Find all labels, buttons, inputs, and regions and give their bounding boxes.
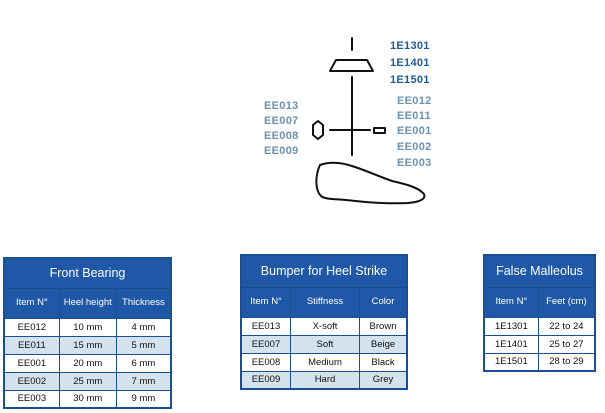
- table-cell: Beige: [359, 334, 408, 354]
- table-row: 1E1501 28 to 29: [483, 352, 596, 372]
- table-cell: 5 mm: [115, 335, 172, 355]
- foot-shell-part: [315, 161, 426, 205]
- table-row: EE007 Soft Beige: [240, 334, 408, 354]
- code-label: EE009: [264, 145, 299, 157]
- column-header: Thickness: [115, 287, 172, 319]
- table-cell: Black: [359, 352, 408, 372]
- foot-assembly-diagram: [312, 37, 426, 205]
- column-header: Item N°: [483, 286, 539, 318]
- table-cell: 15 mm: [58, 335, 117, 355]
- table-cell: 1E1401: [483, 334, 539, 354]
- table-cell: Brown: [359, 316, 408, 336]
- table-cell: EE007: [240, 334, 291, 354]
- table-cell: Grey: [359, 370, 408, 390]
- false-malleolus-table: False Malleolus Item N° Feet (cm) 1E1301…: [483, 254, 596, 372]
- code-label: 1E1501: [390, 74, 430, 86]
- false-malleolus-part: [329, 59, 374, 72]
- table-cell: Medium: [289, 352, 361, 372]
- table-cell: EE003: [3, 389, 60, 409]
- code-label: EE001: [397, 125, 432, 137]
- table-cell: EE012: [3, 317, 60, 337]
- table-row: EE002 25 mm 7 mm: [3, 371, 172, 391]
- heel-bumper-part: [312, 120, 324, 140]
- table-cell: EE001: [3, 353, 60, 373]
- code-label: EE008: [264, 130, 299, 142]
- table-cell: 7 mm: [115, 371, 172, 391]
- table-cell: 22 to 24: [537, 316, 596, 336]
- table-cell: EE008: [240, 352, 291, 372]
- table-row: EE013 X-soft Brown: [240, 316, 408, 336]
- table-row: EE009 Hard Grey: [240, 370, 408, 390]
- column-header: Heel height: [58, 287, 117, 319]
- table-cell: 1E1301: [483, 316, 539, 336]
- column-header: Item N°: [3, 287, 60, 319]
- table-cell: EE013: [240, 316, 291, 336]
- table-row: EE001 20 mm 6 mm: [3, 353, 172, 373]
- table-cell: EE011: [3, 335, 60, 355]
- table-cell: EE002: [3, 371, 60, 391]
- table-cell: EE009: [240, 370, 291, 390]
- front-bearing-title: Front Bearing: [3, 257, 172, 289]
- code-label: 1E1301: [390, 40, 430, 52]
- table-row: EE012 10 mm 4 mm: [3, 317, 172, 337]
- table-row: EE008 Medium Black: [240, 352, 408, 372]
- table-cell: 25 mm: [58, 371, 117, 391]
- code-label: EE013: [264, 100, 299, 112]
- table-cell: X-soft: [289, 316, 361, 336]
- table-cell: 28 to 29: [537, 352, 596, 372]
- table-cell: 30 mm: [58, 389, 117, 409]
- table-row: 1E1401 25 to 27: [483, 334, 596, 354]
- code-label: EE012: [397, 95, 432, 107]
- bumper-table: Bumper for Heel Strike Item N° Stiffness…: [240, 254, 408, 390]
- column-header: Color: [359, 286, 408, 318]
- front-bearing-table: Front Bearing Item N° Heel height Thickn…: [3, 257, 172, 409]
- table-cell: 10 mm: [58, 317, 117, 337]
- false-malleolus-title: False Malleolus: [483, 254, 596, 288]
- table-cell: 6 mm: [115, 353, 172, 373]
- table-cell: 20 mm: [58, 353, 117, 373]
- table-cell: Soft: [289, 334, 361, 354]
- code-label: 1E1401: [390, 57, 430, 69]
- column-header: Feet (cm): [537, 286, 596, 318]
- code-label: EE002: [397, 141, 432, 153]
- table-cell: 1E1501: [483, 352, 539, 372]
- table-cell: 4 mm: [115, 317, 172, 337]
- table-cell: 25 to 27: [537, 334, 596, 354]
- table-row: EE003 30 mm 9 mm: [3, 389, 172, 409]
- code-label: EE003: [397, 157, 432, 169]
- table-row: EE011 15 mm 5 mm: [3, 335, 172, 355]
- column-header: Stiffness: [289, 286, 361, 318]
- code-label: EE011: [397, 110, 431, 122]
- table-row: 1E1301 22 to 24: [483, 316, 596, 336]
- front-bearing-part: [373, 127, 386, 134]
- table-cell: 9 mm: [115, 389, 172, 409]
- code-label: EE007: [264, 115, 299, 127]
- table-cell: Hard: [289, 370, 361, 390]
- bumper-title: Bumper for Heel Strike: [240, 254, 408, 288]
- column-header: Item N°: [240, 286, 291, 318]
